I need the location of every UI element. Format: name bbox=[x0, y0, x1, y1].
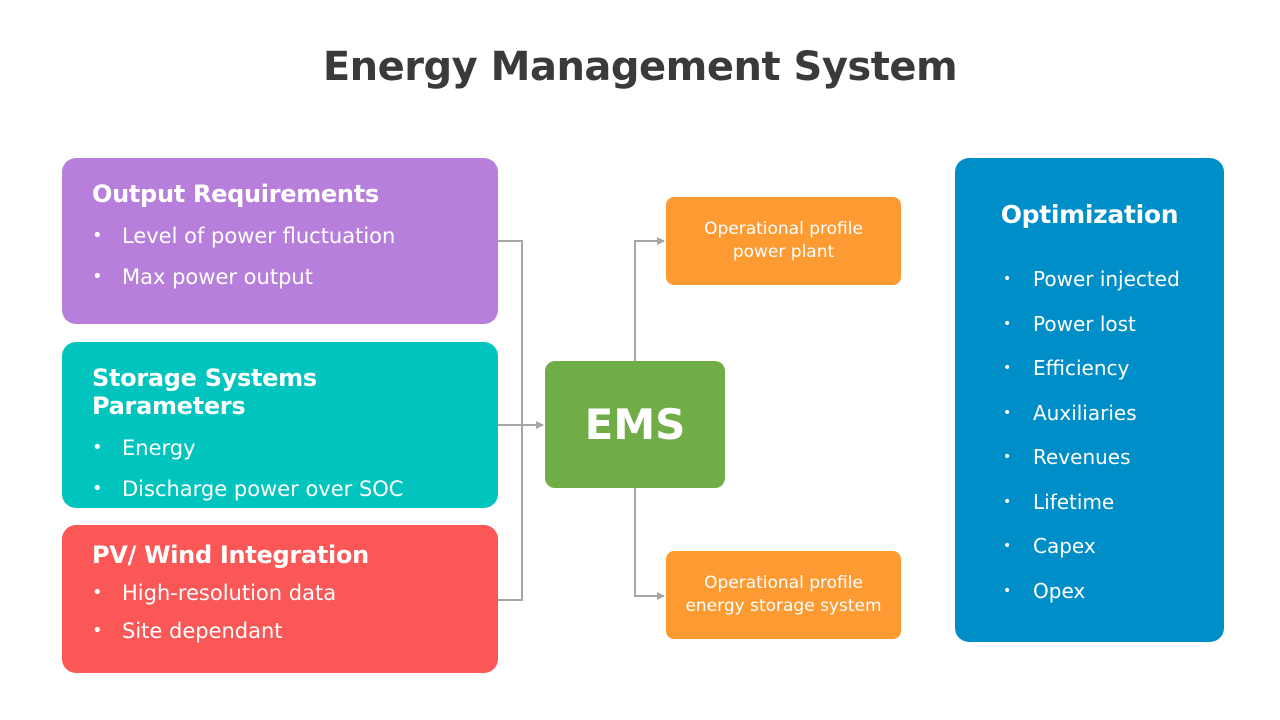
list-item: Power lost bbox=[1003, 310, 1224, 338]
storage-parameters-card: Storage Systems Parameters Energy Discha… bbox=[62, 342, 498, 508]
connector-ems-to-storage bbox=[634, 488, 665, 600]
list-item: Max power output bbox=[92, 263, 468, 291]
list-item: Lifetime bbox=[1003, 488, 1224, 516]
output-requirements-title: Output Requirements bbox=[92, 180, 379, 208]
optimization-card: Optimization Power injected Power lost E… bbox=[955, 158, 1224, 642]
list-item: Efficiency bbox=[1003, 354, 1224, 382]
list-item: Level of power fluctuation bbox=[92, 222, 468, 250]
list-item: Site dependant bbox=[92, 617, 468, 645]
connector-ems-to-plant bbox=[634, 237, 665, 361]
connector-output-requirements bbox=[498, 240, 523, 425]
list-item: Energy bbox=[92, 434, 468, 462]
list-item: Auxiliaries bbox=[1003, 399, 1224, 427]
list-item: Revenues bbox=[1003, 443, 1224, 471]
ems-box: EMS bbox=[545, 361, 725, 488]
operational-profile-storage-box: Operational profile energy storage syste… bbox=[666, 551, 901, 639]
list-item: Capex bbox=[1003, 532, 1224, 560]
page-title: Energy Management System bbox=[322, 44, 958, 90]
storage-parameters-title: Storage Systems Parameters bbox=[92, 364, 317, 420]
pv-wind-integration-title: PV/ Wind Integration bbox=[92, 541, 369, 569]
list-item: Discharge power over SOC bbox=[92, 475, 468, 503]
optimization-title: Optimization bbox=[1000, 200, 1179, 229]
profile-storage-line1: Operational profile bbox=[704, 573, 863, 593]
pv-wind-integration-card: PV/ Wind Integration High-resolution dat… bbox=[62, 525, 498, 673]
profile-storage-line2: energy storage system bbox=[685, 596, 882, 616]
output-requirements-card: Output Requirements Level of power fluct… bbox=[62, 158, 498, 324]
list-item: Opex bbox=[1003, 577, 1224, 605]
list-item: Power injected bbox=[1003, 265, 1224, 293]
profile-plant-line2: power plant bbox=[732, 242, 835, 262]
connector-pv-integration bbox=[498, 425, 523, 601]
operational-profile-power-plant-box: Operational profile power plant bbox=[666, 197, 901, 285]
profile-plant-line1: Operational profile bbox=[704, 219, 863, 239]
list-item: High-resolution data bbox=[92, 579, 468, 607]
